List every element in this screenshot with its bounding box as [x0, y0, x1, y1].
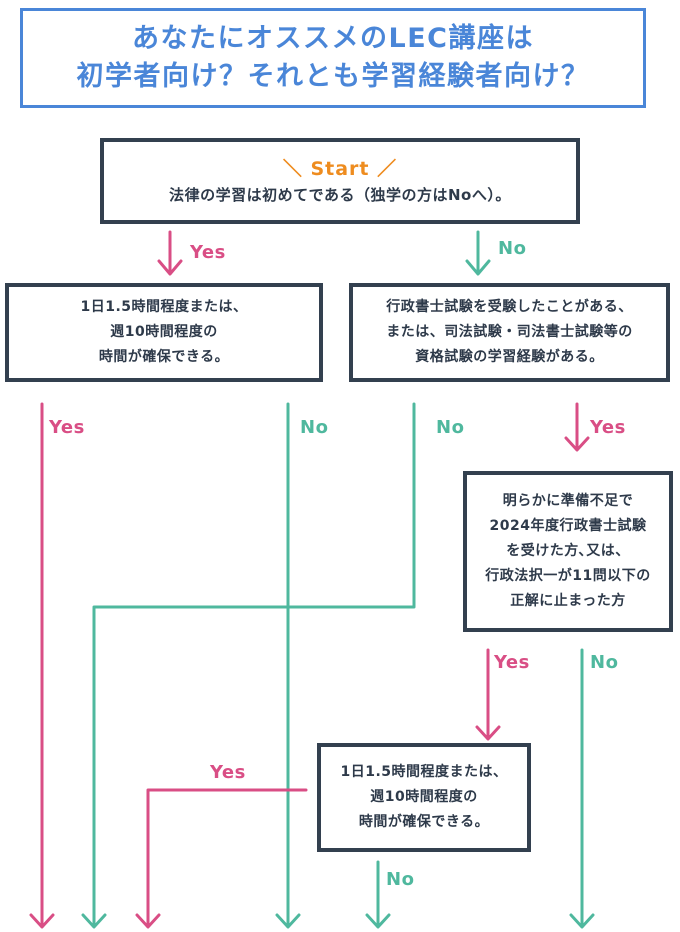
start-node: ＼ Start ／ 法律の学習は初めてである（独学の方はNoへ）。 — [100, 138, 580, 224]
study-time-2-line-3: 時間が確保できる。 — [358, 814, 490, 830]
prep-line-2: 2024年度行政書士試験 — [489, 518, 647, 534]
label-studytime2-no: No — [386, 869, 415, 890]
label-studytime2-yes: Yes — [210, 762, 246, 783]
study-time-node-2: 1日1.5時間程度または、 週10時間程度の 時間が確保できる。 — [317, 743, 531, 852]
study-time-line-2: 週10時間程度の — [110, 324, 218, 340]
start-question: 法律の学習は初めてである（独学の方はNoへ）。 — [169, 185, 511, 204]
label-experience-no: No — [436, 417, 465, 438]
edge-prep-no — [569, 648, 595, 929]
study-time-2-line-1: 1日1.5時間程度または、 — [340, 764, 508, 780]
title-line-1: あなたにオススメのLEC講座は — [132, 23, 534, 54]
prep-node: 明らかに準備不足で 2024年度行政書士試験 を受けた方､又は、 行政法択一が1… — [463, 471, 673, 632]
edge-start-yes — [157, 230, 183, 276]
prep-line-5: 正解に止まった方 — [510, 593, 626, 609]
experience-node: 行政書士試験を受験したことがある、 または、司法試験・司法書士試験等の 資格試験… — [349, 283, 670, 382]
title-line-2: 初学者向け？それとも学習経験者向け？ — [76, 61, 590, 92]
experience-line-2: または、司法試験・司法書士試験等の — [386, 324, 633, 340]
experience-line-3: 資格試験の学習経験がある。 — [415, 349, 604, 365]
study-time-2-line-2: 週10時間程度の — [370, 789, 478, 805]
edge-studytime2-yes — [135, 788, 308, 929]
edge-experience-yes — [564, 402, 590, 452]
label-start-yes: Yes — [190, 242, 226, 263]
label-studytime-no: No — [300, 417, 329, 438]
label-experience-yes: Yes — [590, 417, 626, 438]
prep-line-4: 行政法択一が11問以下の — [485, 568, 651, 584]
start-label: ＼ Start ／ — [282, 157, 398, 180]
prep-line-1: 明らかに準備不足で — [502, 493, 634, 509]
edge-start-no — [465, 230, 491, 276]
study-time-line-3: 時間が確保できる。 — [98, 349, 230, 365]
title-box: あなたにオススメのLEC講座は 初学者向け？それとも学習経験者向け？ — [20, 8, 646, 108]
label-prep-yes: Yes — [494, 652, 530, 673]
edge-studytime2-no — [365, 860, 391, 929]
edge-experience-no — [81, 402, 416, 929]
edge-studytime-yes — [29, 402, 55, 929]
label-prep-no: No — [590, 652, 619, 673]
edge-prep-yes — [475, 648, 501, 741]
experience-line-1: 行政書士試験を受験したことがある、 — [386, 299, 633, 315]
edge-studytime-no — [275, 402, 301, 929]
study-time-line-1: 1日1.5時間程度または、 — [80, 299, 248, 315]
study-time-node: 1日1.5時間程度または、 週10時間程度の 時間が確保できる。 — [5, 283, 323, 382]
prep-line-3: を受けた方､又は、 — [506, 543, 630, 559]
label-studytime-yes: Yes — [49, 417, 85, 438]
label-start-no: No — [498, 238, 527, 259]
